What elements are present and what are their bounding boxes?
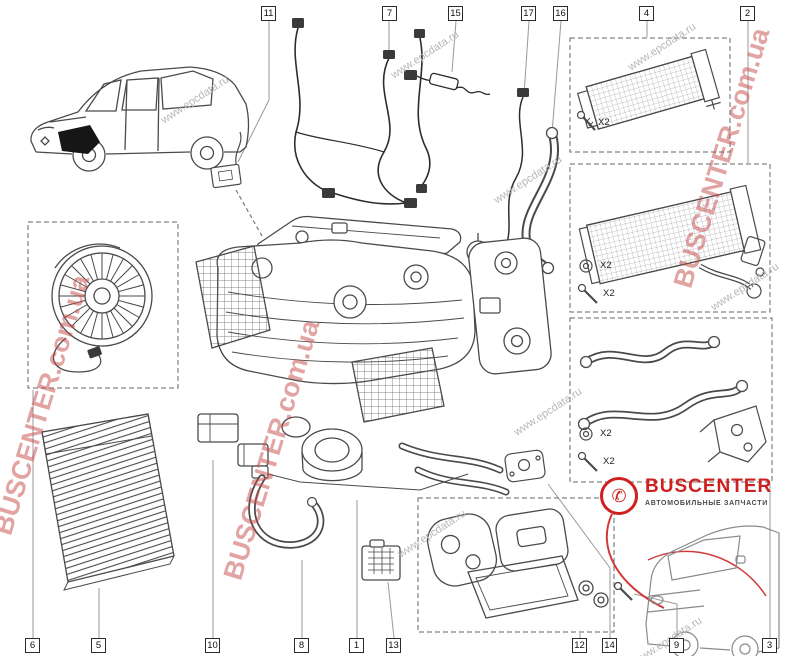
callout-6[interactable]: 6: [25, 638, 40, 653]
cabin-filter: [41, 413, 175, 591]
callout-11[interactable]: 11: [261, 6, 276, 21]
heater-hoses: [577, 335, 767, 472]
callout-1[interactable]: 1: [349, 638, 364, 653]
group-box-4: [569, 37, 731, 153]
washer-icon: [579, 427, 593, 441]
seal-rings: [578, 580, 633, 608]
resistor-part: [210, 131, 263, 237]
callout-8[interactable]: 8: [294, 638, 309, 653]
callout-3[interactable]: 3: [762, 638, 777, 653]
screw-icon: [583, 289, 598, 304]
callout-5[interactable]: 5: [91, 638, 106, 653]
callout-4[interactable]: 4: [639, 6, 654, 21]
washer-icon: [579, 259, 593, 273]
callout-2[interactable]: 2: [740, 6, 755, 21]
callout-14[interactable]: 14: [602, 638, 617, 653]
callout-9[interactable]: 9: [669, 638, 684, 653]
callout-7[interactable]: 7: [382, 6, 397, 21]
vent-hose: [248, 465, 325, 549]
group-box-2: [569, 163, 771, 313]
wiring-harness: [292, 18, 431, 208]
buscenter-logo: ✆ BUSCENTER АВТОМОБИЛЬНЫЕ ЗАПЧАСТИ: [600, 477, 772, 515]
callout-16[interactable]: 16: [553, 6, 568, 21]
group-box-12: [417, 497, 615, 633]
relay-module: [361, 539, 401, 581]
foam-seals: [426, 508, 579, 619]
blower-motor: [51, 243, 153, 373]
phone-glyph: ✆: [611, 485, 627, 506]
logo-tagline-text: АВТОМОБИЛЬНЫЕ ЗАПЧАСТИ: [645, 499, 768, 507]
screw-icon: [582, 116, 596, 131]
group-boxes: [27, 37, 773, 633]
car-illustration: [30, 66, 250, 172]
callout-13[interactable]: 13: [386, 638, 401, 653]
callout-15[interactable]: 15: [448, 6, 463, 21]
qty-label: X2: [603, 456, 615, 467]
brand-swoosh: [605, 513, 767, 609]
callout-12[interactable]: 12: [572, 638, 587, 653]
group-box-3: [569, 317, 773, 483]
callout-10[interactable]: 10: [205, 638, 220, 653]
group-box-6: [27, 221, 179, 389]
leader-lines: [32, 20, 771, 639]
callout-17[interactable]: 17: [521, 6, 536, 21]
qty-label: X2: [598, 117, 610, 128]
logo-brand-text: BUSCENTER: [645, 476, 773, 497]
screw-icon: [619, 587, 633, 601]
actuator-motor: [504, 449, 546, 483]
qty-label: X2: [600, 428, 612, 439]
van-illustration: [645, 525, 780, 656]
hvac-main-unit: [195, 215, 552, 496]
screw-icon: [583, 457, 598, 472]
evaporator-core: [577, 184, 766, 304]
phone-icon: ✆: [600, 477, 638, 515]
qty-label: X2: [600, 260, 612, 271]
qty-label: X2: [603, 288, 615, 299]
heater-core: [576, 48, 721, 131]
temperature-sensor: [404, 70, 491, 96]
